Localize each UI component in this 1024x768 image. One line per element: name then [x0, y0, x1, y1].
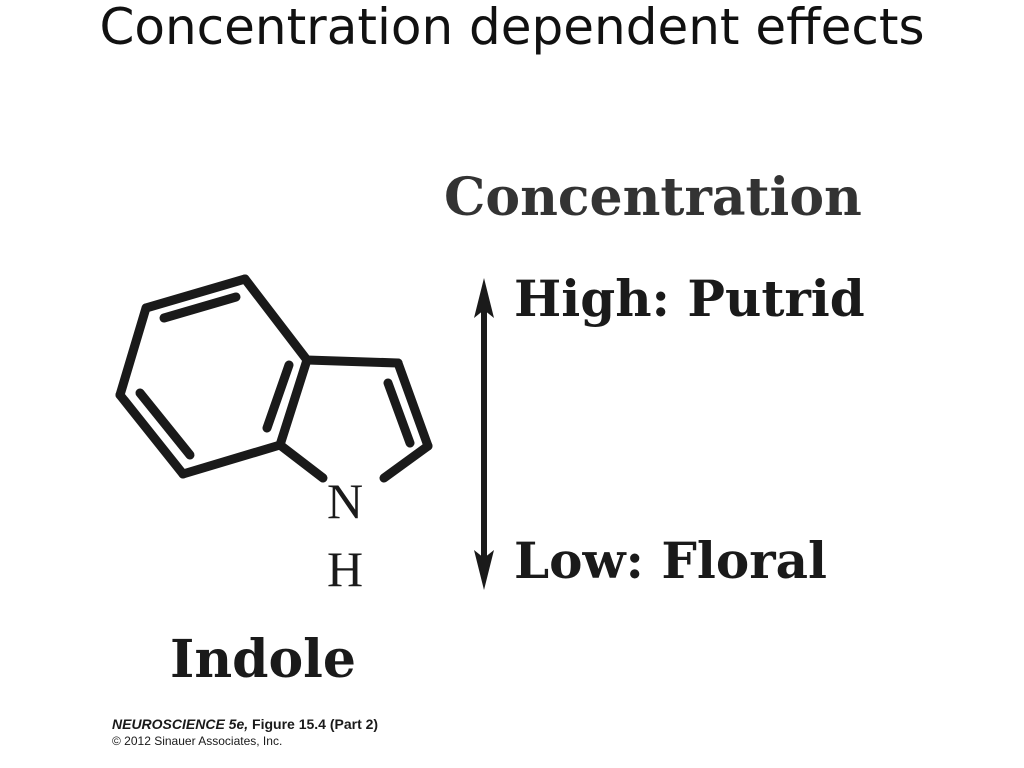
bond-c2-c3	[115, 303, 151, 400]
bond-inner-4	[383, 378, 415, 448]
bond-c6-c7	[302, 355, 403, 368]
bond-c5-c6	[275, 355, 312, 450]
bond-inner-3	[262, 360, 294, 433]
bond-c8-n	[379, 441, 433, 483]
credit-line-source: NEUROSCIENCE 5e, Figure 15.4 (Part 2)	[112, 716, 378, 733]
bond-c1-c2	[141, 274, 250, 313]
bond-c7-c8	[393, 358, 433, 451]
bond-inner-1	[159, 292, 241, 323]
molecule-name: Indole	[170, 629, 357, 690]
credit-book: NEUROSCIENCE 5e,	[112, 716, 249, 732]
figure-credit: NEUROSCIENCE 5e, Figure 15.4 (Part 2) © …	[112, 716, 378, 749]
bond-n-c5	[275, 440, 328, 483]
double-arrow-icon	[474, 278, 494, 590]
credit-figure: Figure 15.4 (Part 2)	[252, 716, 379, 732]
indole-structure	[115, 274, 433, 483]
bond-c6-c1	[240, 274, 312, 365]
bond-c3-c4	[115, 390, 188, 479]
arrow-head-up	[474, 278, 494, 318]
slide-title: Concentration dependent effects	[99, 0, 925, 56]
bond-inner-2	[135, 388, 195, 460]
concentration-heading: Concentration	[444, 167, 862, 228]
credit-copyright: © 2012 Sinauer Associates, Inc.	[112, 734, 283, 748]
atom-hydrogen-label: H	[327, 541, 364, 597]
arrow-head-down	[474, 550, 494, 590]
bond-c4-c5	[178, 440, 285, 479]
atom-nitrogen-label: N	[327, 473, 364, 529]
low-concentration-label: Low: Floral	[514, 531, 827, 590]
high-concentration-label: High: Putrid	[514, 269, 865, 328]
